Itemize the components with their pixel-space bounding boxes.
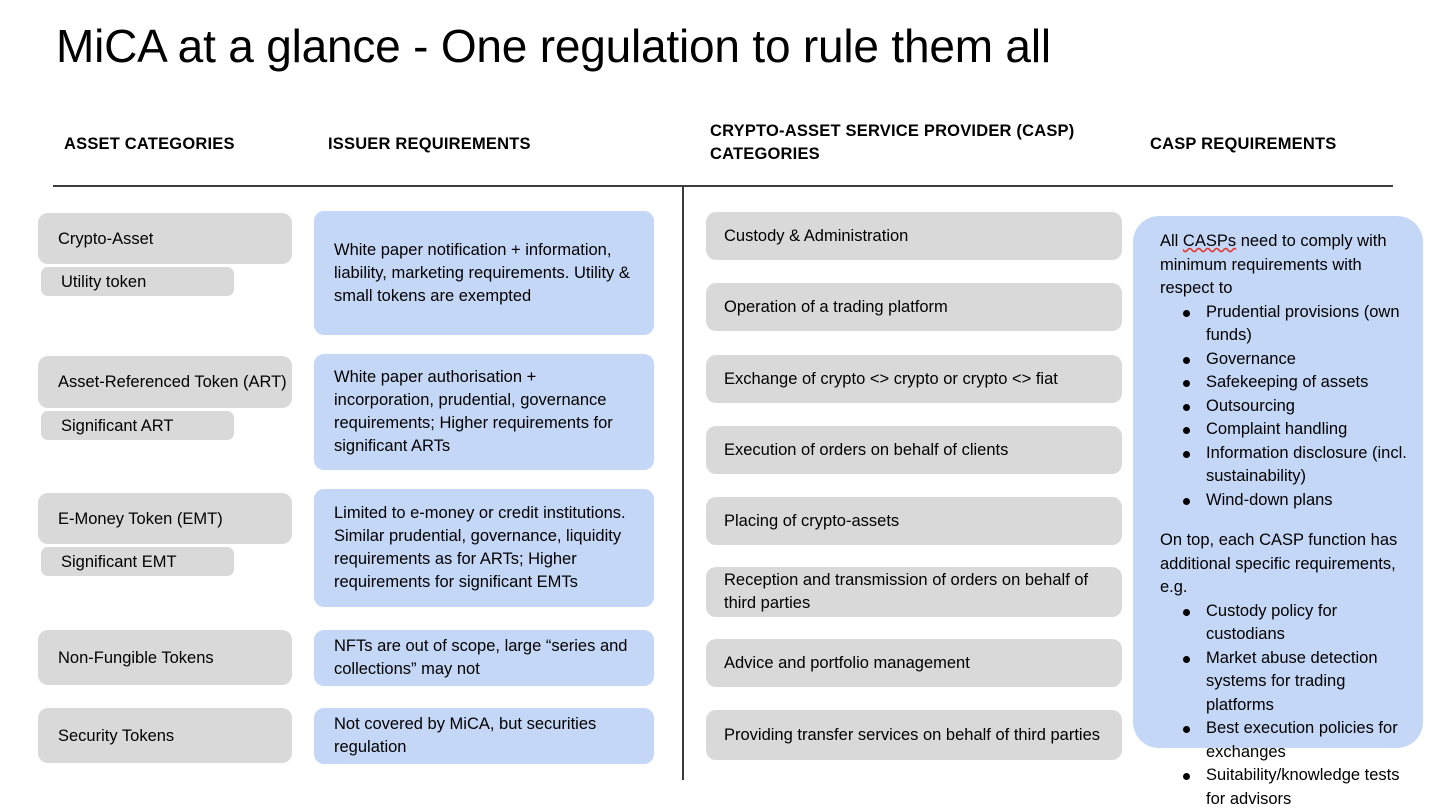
asset-subcategory-box: Utility token [38,264,237,299]
issuer-requirement-text: Limited to e-money or credit institution… [334,502,638,594]
casp-category-label: Custody & Administration [724,225,1110,248]
casp-category-box: Exchange of crypto <> crypto or crypto <… [706,355,1122,403]
casp-category-label: Execution of orders on behalf of clients [724,439,1110,462]
issuer-requirement-text: Not covered by MiCA, but securities regu… [334,713,638,759]
casp-category-box: Execution of orders on behalf of clients [706,426,1122,474]
list-item: Prudential provisions (own funds) [1206,301,1415,348]
casp-category-label: Operation of a trading platform [724,296,1110,319]
horizontal-divider [53,185,1393,187]
issuer-requirement-box: White paper notification + information, … [314,211,654,335]
asset-category-box: Security Tokens [38,708,292,763]
list-item: Market abuse detection systems for tradi… [1206,647,1415,718]
asset-subcategory-label: Significant EMT [61,551,234,573]
issuer-requirement-box: NFTs are out of scope, large “series and… [314,630,654,686]
paragraph-spacer [1160,512,1415,529]
list-item: Custody policy for custodians [1206,600,1415,647]
casp-category-label: Placing of crypto-assets [724,510,1110,533]
asset-subcategory-label: Significant ART [61,415,234,437]
issuer-requirement-box: White paper authorisation + incorporatio… [314,354,654,470]
casp-category-label: Advice and portfolio management [724,652,1110,675]
list-item: Safekeeping of assets [1206,371,1415,395]
asset-category-label: Security Tokens [58,725,292,747]
casp-category-box: Custody & Administration [706,212,1122,260]
asset-category-box: E-Money Token (EMT) [38,493,292,544]
asset-category-label: Crypto-Asset [58,228,292,250]
column-header-casp-requirements: CASP REQUIREMENTS [1150,133,1336,156]
issuer-requirement-text: White paper notification + information, … [334,239,638,308]
spellcheck-flagged-word: CASPs [1183,232,1236,250]
asset-subcategory-box: Significant ART [38,408,237,443]
issuer-requirement-text: NFTs are out of scope, large “series and… [334,635,638,681]
casp-category-box: Placing of crypto-assets [706,497,1122,545]
asset-subcategory-box: Significant EMT [38,544,237,579]
issuer-requirement-box: Not covered by MiCA, but securities regu… [314,708,654,764]
issuer-requirement-box: Limited to e-money or credit institution… [314,489,654,607]
list-item: Complaint handling [1206,418,1415,442]
casp-category-box: Reception and transmission of orders on … [706,567,1122,617]
page-title: MiCA at a glance - One regulation to rul… [56,16,1051,76]
asset-category-box: Asset-Referenced Token (ART) [38,356,292,408]
casp-category-box: Operation of a trading platform [706,283,1122,331]
list-item: Wind-down plans [1206,489,1415,513]
casp-category-label: Providing transfer services on behalf of… [724,724,1110,747]
intro-text-before: All [1160,232,1183,250]
minimum-requirements-list: Prudential provisions (own funds) Govern… [1160,301,1415,513]
casp-category-label: Reception and transmission of orders on … [724,569,1110,615]
casp-category-label: Exchange of crypto <> crypto or crypto <… [724,368,1110,391]
asset-category-box: Non-Fungible Tokens [38,630,292,685]
asset-subcategory-label: Utility token [61,271,234,293]
list-item: Outsourcing [1206,395,1415,419]
list-item: Best execution policies for exchanges [1206,717,1415,764]
casp-category-box: Advice and portfolio management [706,639,1122,687]
casp-requirements-intro: All CASPs need to comply with minimum re… [1160,230,1415,301]
specific-requirements-list: Custody policy for custodians Market abu… [1160,600,1415,811]
vertical-divider [682,185,684,780]
list-item: Governance [1206,348,1415,372]
list-item: Suitability/knowledge tests for advisors [1206,764,1415,811]
list-item: Information disclosure (incl. sustainabi… [1206,442,1415,489]
asset-category-box: Crypto-Asset [38,213,292,264]
issuer-requirement-text: White paper authorisation + incorporatio… [334,366,638,458]
casp-requirements-second-intro: On top, each CASP function has additiona… [1160,529,1415,600]
casp-requirements-panel: All CASPs need to comply with minimum re… [1133,216,1423,748]
asset-category-label: Asset-Referenced Token (ART) [58,371,292,393]
column-header-issuer-requirements: ISSUER REQUIREMENTS [328,133,531,156]
column-header-asset-categories: ASSET CATEGORIES [64,133,235,156]
asset-category-label: Non-Fungible Tokens [58,647,292,669]
asset-category-label: E-Money Token (EMT) [58,508,292,530]
casp-category-box: Providing transfer services on behalf of… [706,710,1122,760]
column-header-casp-categories: CRYPTO-ASSET SERVICE PROVIDER (CASP) CAT… [710,120,1110,166]
